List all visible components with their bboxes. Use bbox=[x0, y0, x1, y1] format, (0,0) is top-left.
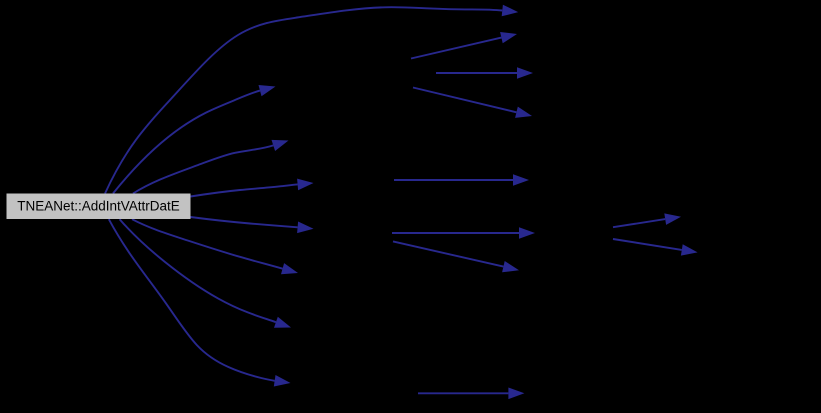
svg-text:TNEANet::AddIntVAttrDatE: TNEANet::AddIntVAttrDatE bbox=[17, 198, 180, 213]
